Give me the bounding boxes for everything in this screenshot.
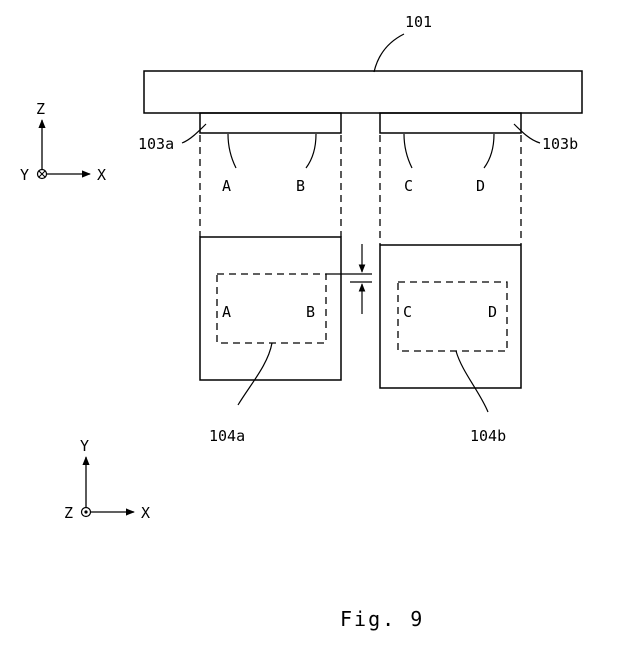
letter-b-top: B: [296, 177, 305, 195]
plan-axis-z-label: Z: [64, 504, 73, 522]
letter-b-bottom: B: [306, 303, 315, 321]
right-projection-box: [380, 245, 521, 388]
leader-c-top: [404, 134, 412, 168]
right-sensor-strip: [380, 113, 521, 133]
left-projection-label: 104a: [209, 427, 245, 445]
leader-b-top: [306, 134, 316, 168]
plan-axis-y-label: Y: [80, 437, 89, 455]
side-axis-x-label: X: [97, 166, 106, 184]
letter-a-top: A: [222, 177, 231, 195]
side-axis-y-label: Y: [20, 166, 29, 184]
letter-a-bottom: A: [222, 303, 231, 321]
top-plate: [144, 71, 582, 113]
figure-caption: Fig. 9: [340, 607, 424, 631]
plan-axis-x-label: X: [141, 504, 150, 522]
letter-c-bottom: C: [403, 303, 412, 321]
left-sensor-strip: [200, 113, 341, 133]
top-plate-label: 101: [405, 13, 432, 31]
letter-c-top: C: [404, 177, 413, 195]
left-projection-leader: [238, 343, 272, 405]
top-plate-leader: [374, 34, 404, 72]
offset-indicator: [326, 244, 372, 314]
leader-d-top: [484, 134, 494, 168]
right-sensor-label: 103b: [542, 135, 578, 153]
plan-view-axes: Y Z X: [64, 437, 150, 522]
letter-d-top: D: [476, 177, 485, 195]
side-axis-z-label: Z: [36, 100, 45, 118]
right-projection-leader: [456, 351, 488, 412]
left-sensor-label: 103a: [138, 135, 174, 153]
leader-a-top: [228, 134, 236, 168]
projection-lines: [200, 135, 521, 245]
right-projection-label: 104b: [470, 427, 506, 445]
side-view-axes: Z Y X: [20, 100, 106, 184]
letter-d-bottom: D: [488, 303, 497, 321]
